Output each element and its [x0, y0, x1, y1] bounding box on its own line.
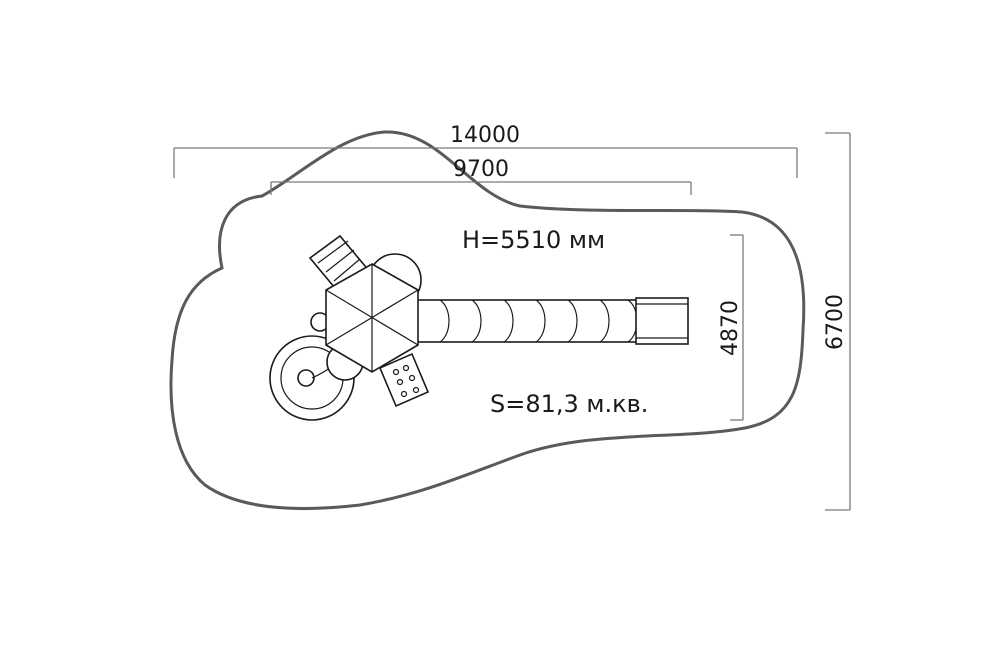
- area-label: S=81,3 м.кв.: [490, 390, 648, 418]
- height-label: H=5510 мм: [462, 226, 605, 254]
- dimension-total-length-label: 14000: [450, 123, 520, 148]
- playground-equipment: [269, 234, 689, 421]
- dimension-equipment-length: 9700: [270, 157, 692, 195]
- dimension-equipment-width: 4870: [718, 234, 744, 421]
- climbing-wall: [378, 352, 430, 408]
- dimension-total-length: 14000: [173, 123, 798, 178]
- dimension-total-width: 6700: [823, 132, 851, 511]
- dimension-equipment-length-label: 9700: [453, 157, 509, 182]
- spiral-slide: [269, 335, 364, 421]
- tube-slide: [411, 297, 689, 345]
- safety-zone-outline: [169, 130, 806, 510]
- hexagonal-tower-roof: [325, 263, 419, 373]
- dimension-equipment-width-label: 4870: [718, 300, 743, 356]
- dimension-total-width-label: 6700: [823, 294, 848, 350]
